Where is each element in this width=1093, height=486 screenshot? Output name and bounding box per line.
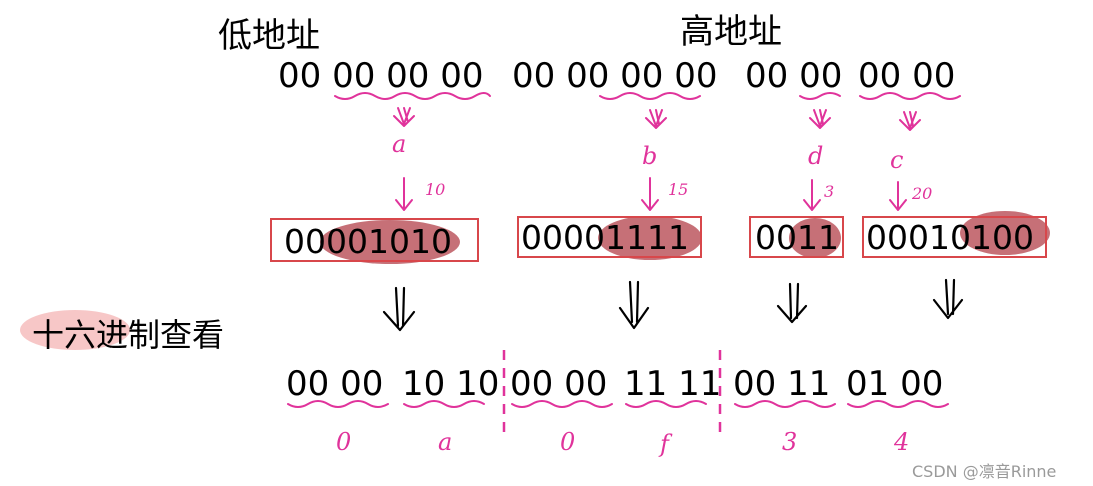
binary-box-b bbox=[517, 216, 702, 258]
high-address-label: 高地址 bbox=[680, 12, 782, 52]
binary-c: 00010100 bbox=[866, 218, 1034, 257]
result-hex-2: 10 10 bbox=[402, 364, 500, 404]
result-digit-6: 4 bbox=[894, 428, 910, 456]
binary-b: 00001111 bbox=[521, 218, 689, 257]
underline-result-5 bbox=[734, 400, 836, 408]
underline-top-a bbox=[334, 92, 491, 100]
underline-top-c bbox=[859, 92, 961, 100]
arrow-top-c bbox=[899, 111, 921, 131]
highlight-blob-hexview bbox=[20, 310, 130, 350]
field-letter-a: a bbox=[392, 130, 407, 158]
result-hex-1: 00 00 bbox=[286, 364, 384, 404]
arrow-mid-c bbox=[889, 181, 907, 211]
result-hex-4: 11 11 bbox=[624, 364, 722, 404]
underline-result-6 bbox=[847, 400, 949, 408]
result-digit-5: 3 bbox=[782, 428, 798, 456]
binary-box-d bbox=[749, 216, 844, 258]
field-value-c: 20 bbox=[912, 184, 933, 203]
binary-a: 00001010 bbox=[284, 222, 452, 261]
field-value-b: 15 bbox=[668, 180, 689, 199]
underline-result-4 bbox=[625, 400, 707, 408]
hex-group-1: 00 00 00 00 bbox=[278, 56, 484, 96]
arrow-black-d bbox=[776, 282, 808, 324]
result-hex-6: 01 00 bbox=[846, 364, 944, 404]
highlight-blob-c bbox=[960, 211, 1050, 255]
result-hex-3: 00 00 bbox=[510, 364, 608, 404]
result-hex-5: 00 11 bbox=[733, 364, 831, 404]
arrow-black-b bbox=[618, 280, 650, 330]
underline-result-3 bbox=[511, 400, 613, 408]
result-digit-2: a bbox=[438, 428, 453, 456]
arrow-mid-d bbox=[803, 179, 821, 211]
arrow-mid-a bbox=[395, 177, 413, 211]
hex-group-2: 00 00 00 00 bbox=[512, 56, 718, 96]
highlight-blob-d bbox=[789, 218, 841, 258]
highlight-blob-b bbox=[598, 216, 702, 260]
field-letter-c: c bbox=[890, 146, 904, 174]
underline-result-2 bbox=[403, 400, 485, 408]
field-letter-d: d bbox=[808, 142, 824, 170]
arrow-black-a bbox=[382, 286, 416, 332]
underline-result-1 bbox=[287, 400, 389, 408]
low-address-label: 低地址 bbox=[218, 16, 320, 56]
hex-view-label: 十六进制查看 bbox=[32, 316, 225, 354]
result-digit-1: 0 bbox=[336, 428, 352, 456]
underline-top-d bbox=[799, 92, 841, 100]
binary-d: 0011 bbox=[755, 218, 839, 257]
field-value-a: 10 bbox=[425, 180, 446, 199]
arrow-top-b bbox=[645, 109, 667, 129]
underline-top-b bbox=[599, 92, 701, 100]
arrow-mid-b bbox=[641, 177, 659, 211]
field-value-d: 3 bbox=[824, 182, 835, 201]
binary-box-a bbox=[270, 218, 479, 262]
binary-box-c bbox=[862, 216, 1047, 258]
hex-group-3: 00 00 bbox=[745, 56, 843, 96]
hex-group-4: 00 00 bbox=[858, 56, 956, 96]
highlight-blob-a bbox=[320, 220, 460, 264]
arrow-top-a bbox=[393, 107, 415, 127]
result-digit-4: f bbox=[660, 430, 669, 458]
result-digit-3: 0 bbox=[560, 428, 576, 456]
watermark: CSDN @凛音Rinne bbox=[912, 462, 1057, 481]
arrow-top-d bbox=[809, 109, 831, 129]
arrow-black-c bbox=[932, 278, 964, 320]
field-letter-b: b bbox=[642, 142, 658, 170]
